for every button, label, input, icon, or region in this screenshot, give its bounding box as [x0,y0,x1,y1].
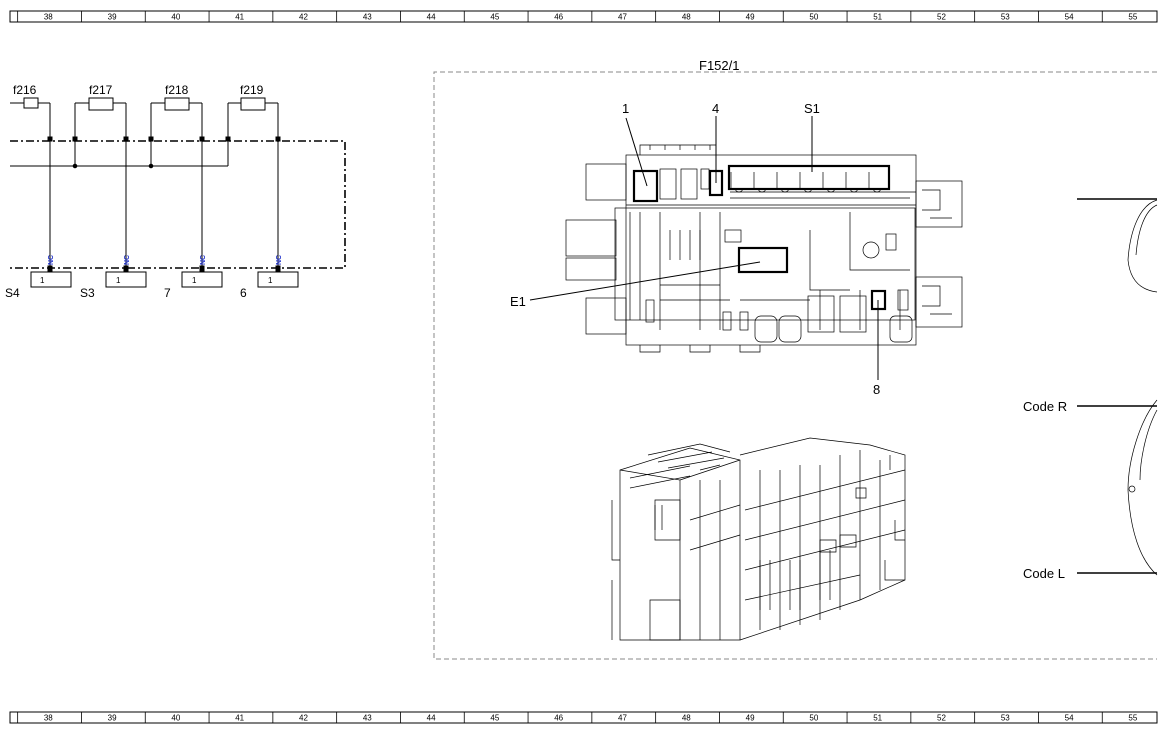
slot-label-s4: S4 [5,286,20,300]
ruler-column-label: 47 [618,714,627,723]
fuse-f219 [225,97,299,288]
callout-highlights [632,164,891,311]
ruler-column-label: 55 [1128,13,1137,22]
fuse-slot-1-highlight [632,169,659,203]
connector-partial-view [1127,199,1158,576]
fuse-f217 [72,97,147,288]
ruler-column-label: 49 [746,13,755,22]
callout-1: 1 [622,101,629,116]
code-l-label: Code L [1023,566,1065,581]
slot-label-6: 6 [240,286,247,300]
ruler-column-label: 50 [809,13,818,22]
ruler-column-label: 46 [554,714,563,723]
ruler-column-label: 55 [1128,714,1137,723]
code-r-label: Code R [1023,399,1067,414]
ruler-column-label: 44 [427,13,436,22]
ruler-column-label: 54 [1065,13,1074,22]
ruler-column-label: 50 [809,714,818,723]
component-frame [433,71,1157,660]
ruler-column-label: 52 [937,714,946,723]
pin-label: 1 [40,276,45,285]
ruler-column-label: 47 [618,13,627,22]
column-ruler-bottom: 38 39 40 41 42 43 44 45 46 47 48 49 50 51 52 53 54 55 [9,711,1158,724]
callout-e1: E1 [510,294,526,309]
fuse-label-f219: f219 [240,83,264,97]
relay-e1-highlight [737,246,789,274]
nc-marker: NC [276,255,283,265]
ruler-column-label: 41 [235,13,244,22]
ruler-column-label: 52 [937,13,946,22]
ruler-column-label: 39 [108,13,117,22]
fuse-label-f216: f216 [13,83,37,97]
fuse-circuit [10,97,346,288]
ruler-column-label: 51 [873,714,882,723]
callout-8: 8 [873,382,880,397]
callout-leaders [529,116,879,380]
slot-label-s3: S3 [80,286,95,300]
ruler-column-label: 45 [490,13,499,22]
callout-s1: S1 [804,101,820,116]
fuse-box-isometric-view [611,437,906,641]
nc-marker: NC [124,255,131,265]
ruler-column-label: 38 [44,714,53,723]
nc-marker: NC [200,255,207,265]
fuse-f218 [148,97,223,288]
ruler-frame [9,10,1158,23]
ruler-column-label: 42 [299,13,308,22]
ruler-column-label: 54 [1065,714,1074,723]
fuse-label-f217: f217 [89,83,113,97]
pin-label: 1 [116,276,121,285]
fuse-box-top-view [565,144,963,353]
ruler-column-label: 43 [363,13,372,22]
ruler-column-label: 40 [171,13,180,22]
ruler-column-label: 39 [108,714,117,723]
ruler-column-label: 41 [235,714,244,723]
ruler-column-label: 44 [427,714,436,723]
nc-marker: NC [48,255,55,265]
ruler-column-label: 42 [299,714,308,723]
ruler-column-label: 43 [363,714,372,723]
pin-label: 1 [268,276,273,285]
relay-row-s1-highlight [727,164,891,191]
callout-4: 4 [712,101,719,116]
ruler-column-label: 49 [746,714,755,723]
ruler-column-label: 48 [682,714,691,723]
slot-label-7: 7 [164,286,171,300]
ruler-column-label: 45 [490,714,499,723]
ruler-column-label: 51 [873,13,882,22]
ruler-column-label: 53 [1001,714,1010,723]
ruler-column-label: 38 [44,13,53,22]
column-ruler-top: 38 39 40 41 42 43 44 45 46 47 48 49 50 51 52 53 54 55 [9,10,1158,23]
ruler-column-label: 40 [171,714,180,723]
ruler-frame [9,711,1158,724]
pin-label: 1 [192,276,197,285]
ruler-column-label: 53 [1001,13,1010,22]
component-title: F152/1 [699,58,739,73]
fuse-f216 [10,97,72,288]
ruler-column-label: 46 [554,13,563,22]
ruler-column-label: 48 [682,13,691,22]
fuse-label-f218: f218 [165,83,189,97]
